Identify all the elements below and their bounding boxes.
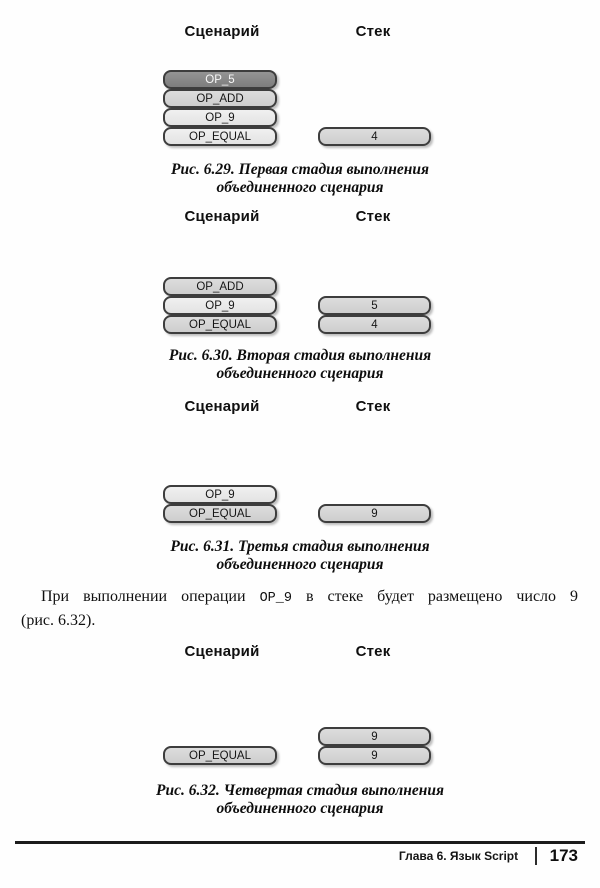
column-header-stack: Стек — [355, 398, 391, 415]
footer-divider — [535, 847, 537, 865]
stack-value-box: 4 — [318, 315, 431, 334]
scenario-op-box: OP_EQUAL — [163, 746, 277, 765]
paragraph-line-1: При выполнении операции OP_9 в стеке буд… — [21, 586, 578, 610]
body-paragraph: При выполнении операции OP_9 в стеке буд… — [21, 586, 578, 632]
footer-chapter-title: Глава 6. Язык Script — [398, 849, 519, 863]
scenario-column: OP_5 OP_ADD OP_9 OP_EQUAL — [163, 70, 277, 146]
caption-line1: Рис. 6.29. Первая стадия выполнения — [171, 161, 429, 178]
stack-column: 4 — [318, 127, 431, 146]
scenario-op-box: OP_ADD — [163, 277, 277, 296]
stack-column: 5 4 — [318, 296, 431, 334]
caption-line2: объединенного сценария — [216, 555, 384, 573]
footer-page-number: 173 — [549, 846, 578, 865]
figure-caption: Рис. 6.30. Вторая стадия выполнения объе… — [0, 347, 600, 382]
column-header-scenario: Сценарий — [184, 643, 260, 660]
scenario-op-box: OP_9 — [163, 296, 277, 315]
stack-value-box: 9 — [318, 727, 431, 746]
column-header-stack: Стек — [355, 208, 391, 225]
stack-value-box: 9 — [318, 746, 431, 765]
stack-value-box: 5 — [318, 296, 431, 315]
column-header-stack: Стек — [355, 23, 391, 40]
caption-line1: Рис. 6.31. Третья стадия выполнения — [170, 538, 430, 555]
column-header-stack: Стек — [355, 643, 391, 660]
figure-caption: Рис. 6.29. Первая стадия выполнения объе… — [0, 161, 600, 196]
scenario-op-box: OP_EQUAL — [163, 504, 277, 523]
column-header-scenario: Сценарий — [184, 398, 260, 415]
page-footer: Глава 6. Язык Script 173 — [399, 846, 578, 866]
footer-rule — [15, 841, 585, 844]
scenario-column: OP_EQUAL — [163, 746, 277, 765]
caption-line2: объединенного сценария — [216, 178, 384, 196]
scenario-op-box: OP_5 — [163, 70, 277, 89]
scenario-op-box: OP_9 — [163, 485, 277, 504]
paragraph-line-2: (рис. 6.32). — [21, 612, 96, 629]
caption-line1: Рис. 6.30. Вторая стадия выполнения — [168, 347, 432, 364]
caption-line2: объединенного сценария — [216, 799, 384, 817]
column-header-scenario: Сценарий — [184, 208, 260, 225]
scenario-op-box: OP_EQUAL — [163, 127, 277, 146]
figure-caption: Рис. 6.31. Третья стадия выполнения объе… — [0, 538, 600, 573]
scenario-op-box: OP_9 — [163, 108, 277, 127]
stack-column: 9 9 — [318, 727, 431, 765]
caption-line1: Рис. 6.32. Четвертая стадия выполнения — [156, 782, 444, 799]
scenario-op-box: OP_EQUAL — [163, 315, 277, 334]
inline-code-op9: OP_9 — [259, 591, 292, 606]
stack-column: 9 — [318, 504, 431, 523]
stack-value-box: 9 — [318, 504, 431, 523]
figure-caption: Рис. 6.32. Четвертая стадия выполнения о… — [0, 782, 600, 817]
scenario-column: OP_ADD OP_9 OP_EQUAL — [163, 277, 277, 334]
paragraph-text: При выполнении операции — [41, 588, 246, 605]
column-header-scenario: Сценарий — [184, 23, 260, 40]
scenario-op-box: OP_ADD — [163, 89, 277, 108]
paragraph-text: в стеке будет размещено число 9 — [305, 588, 579, 605]
caption-line2: объединенного сценария — [216, 364, 384, 382]
scenario-column: OP_9 OP_EQUAL — [163, 485, 277, 523]
stack-value-box: 4 — [318, 127, 431, 146]
